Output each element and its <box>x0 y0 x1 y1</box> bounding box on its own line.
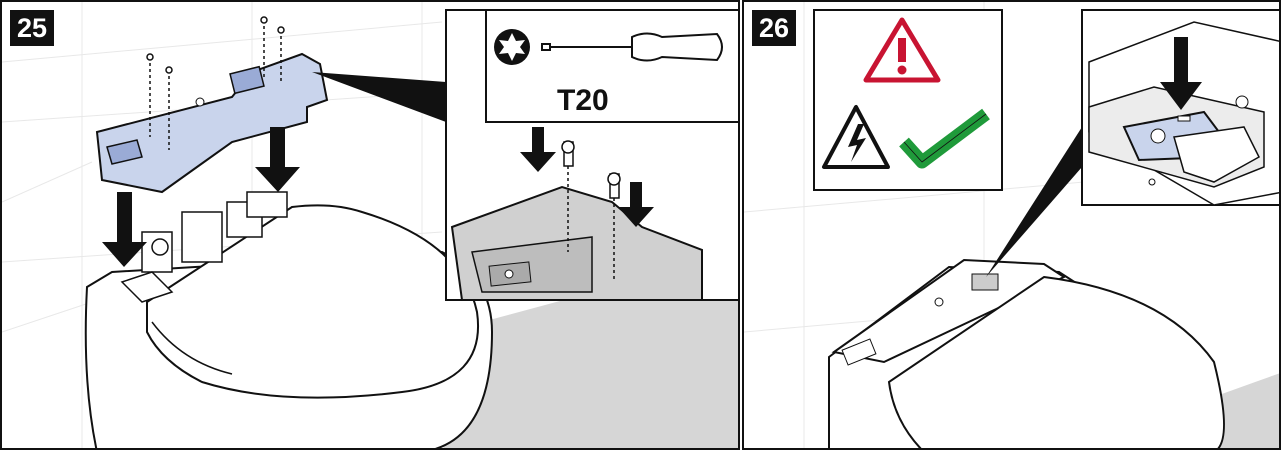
step-number-26: 26 <box>752 10 796 46</box>
callout-pointer-26 <box>986 127 1082 277</box>
step-25-panel: T20 25 <box>0 0 740 450</box>
tool-size-label: T20 <box>557 84 609 117</box>
floor <box>443 253 738 448</box>
detail-screws <box>561 140 621 282</box>
installed-cover <box>831 258 1067 364</box>
detail-arrows <box>520 127 654 227</box>
warning-triangle-icon <box>863 17 941 83</box>
callout-pointer <box>312 72 446 122</box>
toilet-lid <box>146 204 480 399</box>
step-26-panel: 26 <box>742 0 1281 450</box>
release-button-small <box>971 273 999 291</box>
electric-shock-warning-icon <box>822 105 890 169</box>
down-arrows <box>102 127 300 267</box>
step-number-25: 25 <box>10 10 54 46</box>
screws <box>146 16 285 150</box>
tool-box <box>485 9 738 123</box>
flush-mechanism <box>120 191 288 303</box>
step-26-illustration <box>744 2 1279 448</box>
check-mark-icon <box>899 108 990 169</box>
press-arrow <box>1160 37 1202 110</box>
toilet-lid-26 <box>887 275 1225 448</box>
step-25-illustration: T20 <box>2 2 738 448</box>
screwdriver-icon <box>541 32 723 62</box>
torx-bit-icon <box>494 29 530 65</box>
